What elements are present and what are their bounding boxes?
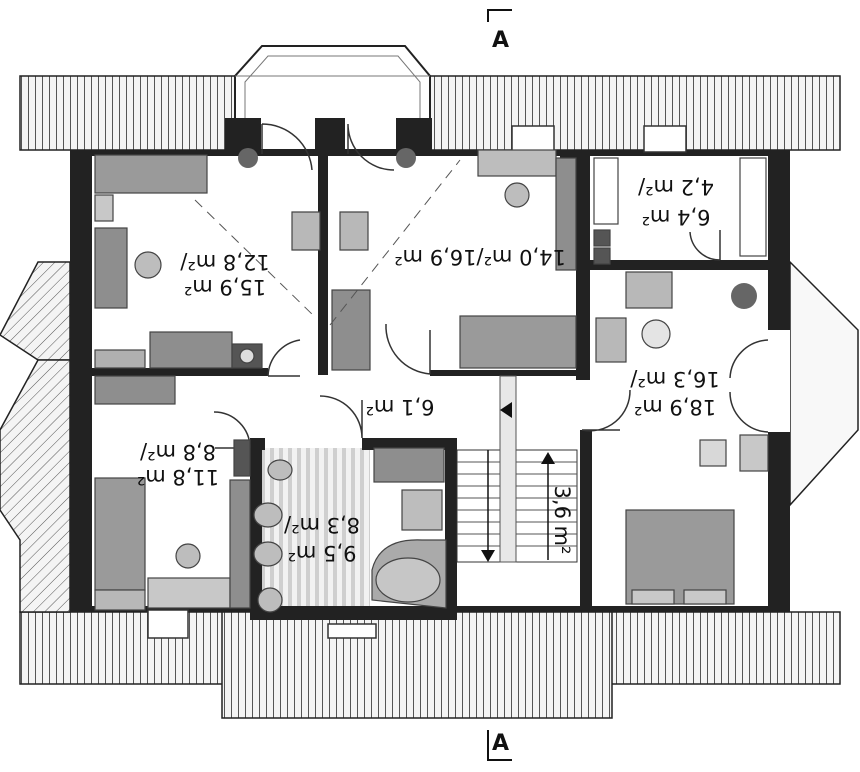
- section-label-bottom: A: [492, 731, 509, 756]
- room-nw-area-1: 12,8 m²/: [179, 250, 269, 274]
- walls: [70, 118, 790, 620]
- bathroom-area-2: 9,5 m²: [288, 541, 357, 565]
- furniture: [94, 149, 769, 613]
- room-w-area-1: 8,8 m²/: [139, 440, 216, 464]
- bathroom-area-1: 8,3 m²/: [283, 513, 360, 537]
- room-nw-area-2: 15,9 m²: [184, 275, 266, 299]
- closet-area-2: 6,4 m²: [642, 205, 711, 229]
- closet-area-1: 4,2 m²/: [637, 175, 714, 199]
- slope-lines: [194, 159, 461, 326]
- section-marker-bottom: A: [487, 730, 512, 761]
- room-n-area: 14,0 m²/16,9 m²: [394, 245, 566, 269]
- stairs-area: 3,6 m²: [550, 486, 574, 555]
- doors: [213, 123, 769, 449]
- plant-icon: [238, 148, 757, 309]
- section-label-top: A: [492, 28, 509, 53]
- bedroom-e-area-1: 16,3 m²/: [629, 367, 719, 391]
- section-marker-top: A: [487, 9, 512, 53]
- staircase: [456, 375, 578, 563]
- windows: [147, 125, 687, 639]
- bedroom-e-area-2: 18,9 m²: [634, 395, 716, 419]
- room-w-area-2: 11,8 m²: [137, 465, 219, 489]
- hall-area: 6,1 m²: [366, 395, 435, 419]
